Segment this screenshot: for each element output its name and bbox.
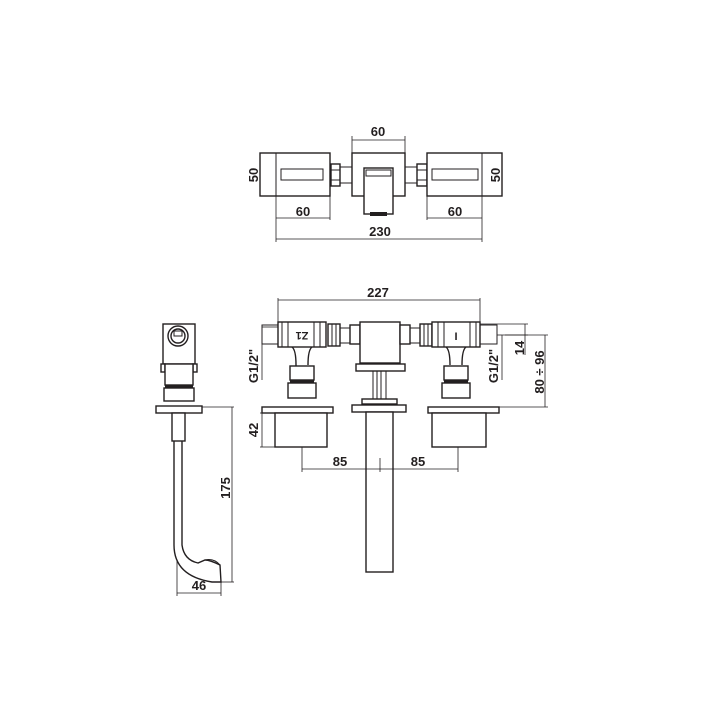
side-view: 175 46 xyxy=(155,323,234,596)
dim-handle-height: 42 xyxy=(246,423,261,437)
dim-left-depth: 50 xyxy=(246,168,261,182)
left-handle-slot xyxy=(280,168,324,181)
right-handle-slot xyxy=(431,168,479,181)
front-view: Z1 I xyxy=(246,285,548,573)
dim-right-handle-width: 60 xyxy=(448,204,462,219)
left-handle-top xyxy=(259,152,331,197)
dim-spout-length: 175 xyxy=(218,477,233,499)
dim-overall-width: 230 xyxy=(369,224,391,239)
center-body xyxy=(359,321,401,364)
left-valve-body xyxy=(277,321,327,348)
top-view: 60 60 60 230 50 50 xyxy=(246,124,503,242)
right-handle-top xyxy=(426,152,503,197)
dim-spout-projection: 46 xyxy=(192,578,206,593)
dim-right-spacing: 85 xyxy=(411,454,425,469)
dim-adjustable-depth: 80 ÷ 96 xyxy=(532,350,547,393)
spout-top xyxy=(363,167,394,215)
dim-right-depth: 50 xyxy=(488,168,503,182)
left-handle-front xyxy=(274,412,328,448)
right-valve-mark: I xyxy=(454,331,457,343)
dim-pipe-width: 227 xyxy=(367,285,389,300)
right-valve-body xyxy=(431,321,481,348)
right-handle-front xyxy=(431,412,487,448)
dim-right-thread: G1/2" xyxy=(486,349,501,383)
spout-curve xyxy=(173,441,222,583)
dim-left-handle-width: 60 xyxy=(296,204,310,219)
handle-circle-icon xyxy=(167,325,189,347)
left-valve-mark: Z1 xyxy=(296,329,309,341)
dim-left-spacing: 85 xyxy=(333,454,347,469)
spout-front xyxy=(365,411,394,573)
dim-left-thread: G1/2" xyxy=(246,349,261,383)
dim-center-width: 60 xyxy=(371,124,385,139)
dim-inlet-offset: 14 xyxy=(512,340,527,355)
